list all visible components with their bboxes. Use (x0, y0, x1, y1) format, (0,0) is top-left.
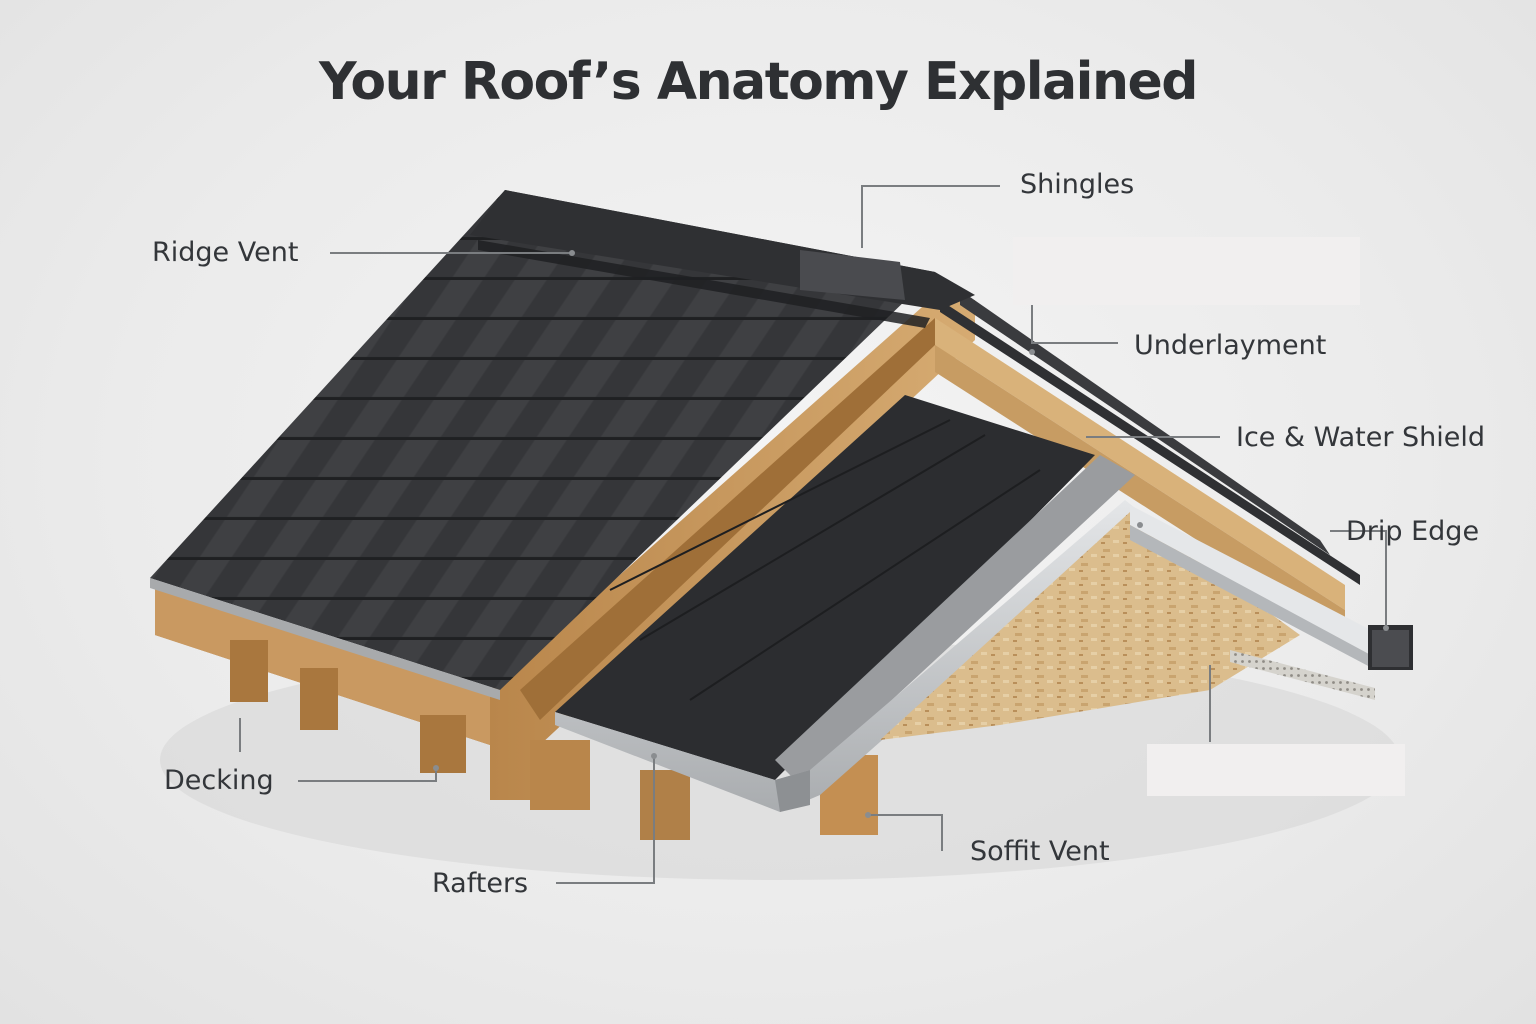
soffit-vent-perforations (1230, 650, 1375, 700)
label-rafters: Rafters (432, 868, 529, 899)
label-ridge-vent: Ridge Vent (152, 237, 299, 268)
right-rake-layers (935, 290, 1360, 635)
soffit-vent-leader (868, 814, 943, 851)
gutter-right (1368, 625, 1413, 670)
gable-osb-end (880, 505, 1390, 740)
label-shingles: Shingles (1020, 169, 1135, 200)
page-title: Your Roof’s Anatomy Explained (318, 52, 1199, 112)
shingles-leader (861, 185, 1000, 248)
ice-water-shield-strip (775, 455, 1135, 785)
leader-dots (433, 250, 1389, 818)
rafters-leader (556, 758, 655, 884)
drip-edge-metal (555, 500, 1140, 812)
underlayment-leader (1031, 302, 1118, 344)
blank-label-box-bottom (1147, 744, 1405, 796)
underlayment-panel (555, 395, 1095, 780)
label-underlayment: Underlayment (1134, 330, 1327, 361)
label-drip-edge: Drip Edge (1346, 516, 1480, 547)
ridge-cap (470, 190, 975, 328)
drip-edge-leader (1330, 530, 1387, 626)
left-fascia-joists (155, 582, 520, 773)
shingle-plane (150, 190, 935, 700)
blank-label-box-top (1013, 237, 1360, 305)
label-soffit-vent: Soffit Vent (970, 836, 1110, 867)
label-ice-water-shield: Ice & Water Shield (1236, 422, 1486, 453)
label-decking: Decking (164, 765, 274, 796)
